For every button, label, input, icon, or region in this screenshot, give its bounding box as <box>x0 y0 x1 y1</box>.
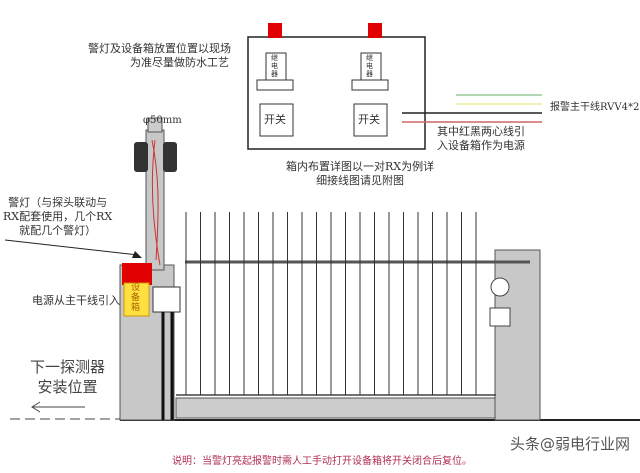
switch-label: 开关 <box>358 113 380 126</box>
top-note: 警灯及设备箱放置位置以现场为准尽量做防水工艺 <box>88 42 231 69</box>
warning-light-icon <box>268 23 282 38</box>
pole-diameter: φ50mm <box>143 115 182 126</box>
watermark: 头条@弱电行业网 <box>510 435 631 453</box>
warning-light-icon <box>368 23 382 38</box>
gate <box>4 117 640 421</box>
relay-label: 继电器 <box>366 54 373 78</box>
relay-label: 继电器 <box>271 54 278 78</box>
footer-note: 说明：当警灯亮起报警时需人工手动打开设备箱将开关闭合后复位。 <box>172 456 472 467</box>
main-line-label: 报警主干线RVV4*2.5 <box>550 102 640 113</box>
warning-light-icon <box>122 263 152 285</box>
box-caption: 箱内布置详图以一对RX为例详细接线图请见附图 <box>286 160 435 187</box>
box-detail <box>247 23 542 150</box>
equipment-box-label: 设备箱 <box>131 283 141 313</box>
power-source-note: 电源从主干线引入 <box>32 294 120 307</box>
switch-label: 开关 <box>264 113 286 126</box>
power-note: 其中红黑两心线引入设备箱作为电源 <box>437 125 525 152</box>
next-detector-note: 下一探测器安装位置 <box>30 358 106 396</box>
